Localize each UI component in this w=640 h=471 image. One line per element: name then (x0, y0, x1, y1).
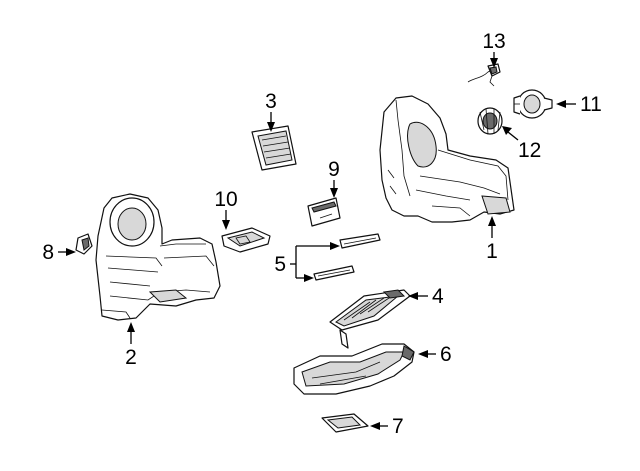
part-11-blower-motor (513, 89, 553, 119)
callout-labels: 1 2 3 4 5 6 7 8 9 10 11 12 13 (42, 30, 602, 438)
part-4-heater-core (329, 289, 411, 349)
callout-leaders (58, 52, 576, 430)
part-8-clip (75, 233, 93, 255)
part-1-blower-housing (379, 95, 515, 223)
callout-10: 10 (214, 188, 237, 211)
part-7-pad (321, 413, 369, 433)
part-9-door (307, 197, 341, 227)
callout-13: 13 (482, 30, 505, 53)
part-13-wire-harness (467, 63, 501, 87)
callout-6: 6 (440, 343, 452, 366)
part-6-lower-case (293, 343, 415, 395)
callout-12: 12 (518, 139, 541, 162)
callout-9: 9 (328, 158, 340, 181)
part-2-case-assembly (95, 193, 221, 321)
callout-2: 2 (125, 346, 137, 369)
callout-4: 4 (432, 285, 444, 308)
callout-5: 5 (274, 253, 286, 276)
callout-1: 1 (486, 240, 498, 263)
part-5-seals (313, 233, 381, 281)
callout-7: 7 (392, 415, 404, 438)
callout-3: 3 (265, 90, 277, 113)
part-3-air-filter (251, 125, 297, 171)
callout-8: 8 (42, 241, 54, 264)
part-12-blower-wheel (477, 107, 503, 135)
callout-11: 11 (580, 93, 602, 116)
part-10-actuator (221, 227, 271, 253)
